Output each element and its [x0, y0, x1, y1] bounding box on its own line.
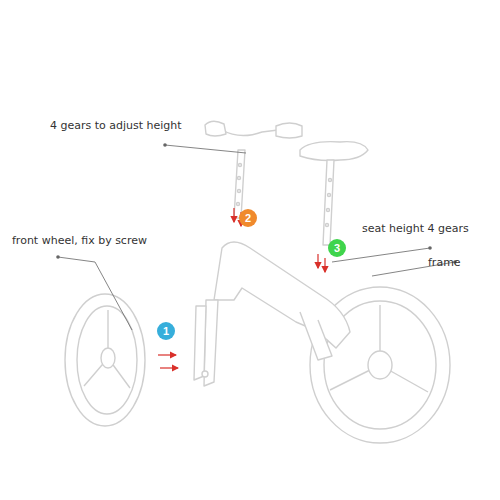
stem-hole — [238, 190, 241, 193]
front-hub — [101, 348, 115, 368]
bike-drawing — [65, 121, 450, 443]
callout-circle — [328, 239, 346, 257]
axle-hole — [202, 371, 208, 377]
callout-number: 3 — [328, 239, 346, 257]
part-label: frame — [428, 256, 461, 269]
callout-number: 1 — [157, 322, 175, 340]
post-hole — [326, 224, 329, 227]
post-hole — [328, 194, 331, 197]
saddle — [300, 142, 368, 161]
assembly-arrow — [324, 258, 325, 272]
stem-hole — [237, 203, 240, 206]
handlebar — [222, 130, 278, 136]
part-label: front wheel, fix by screw — [12, 234, 147, 247]
post-hole — [329, 179, 332, 182]
part-label: 4 gears to adjust height — [50, 119, 182, 132]
red-arrows — [158, 208, 325, 368]
leader-dot — [428, 246, 432, 250]
callout-circle — [157, 322, 175, 340]
stem-hole — [238, 177, 241, 180]
leader-dot — [163, 143, 167, 147]
front-spokes — [84, 310, 130, 388]
leader-dot — [56, 255, 60, 259]
callout-circle — [239, 209, 257, 227]
stem-hole — [239, 164, 242, 167]
front-wheel — [65, 294, 145, 426]
callout-number: 1 — [157, 322, 175, 340]
leader-line — [165, 145, 246, 153]
leader-line — [332, 248, 430, 262]
callout-number: 3 — [328, 239, 346, 257]
assembly-arrow — [160, 367, 178, 368]
assembly-arrow — [317, 254, 318, 268]
rear-hub — [368, 351, 392, 379]
right-grip — [276, 123, 302, 138]
post-hole — [327, 209, 330, 212]
assembly-arrow — [158, 354, 176, 355]
fork-leg — [194, 306, 206, 380]
frame-body — [214, 242, 350, 348]
handlebar-stem — [234, 150, 245, 218]
rear-stay — [300, 312, 332, 360]
assembly-arrow — [233, 208, 234, 222]
leader-line — [58, 257, 132, 330]
left-grip — [205, 121, 226, 136]
part-label: seat height 4 gears — [362, 222, 469, 235]
seat-post — [323, 160, 334, 245]
callout-number: 2 — [239, 209, 257, 227]
callout-number: 2 — [239, 209, 257, 227]
